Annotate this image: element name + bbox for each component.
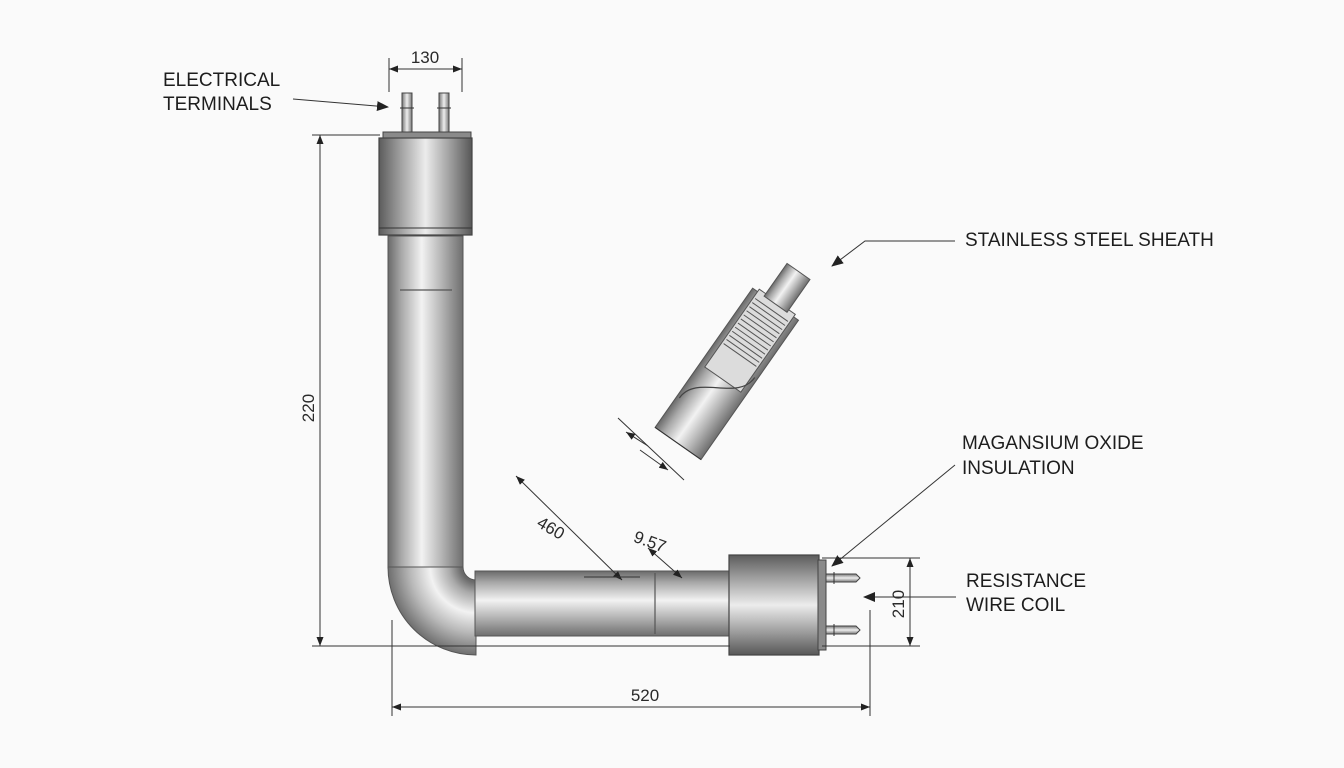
vertical-tube	[387, 235, 464, 569]
tube-bend	[387, 566, 477, 656]
dim-small-diagonal-value: 9.57	[631, 527, 669, 556]
label-electrical-terminals-line1: ELECTRICAL	[163, 70, 280, 91]
label-magnesium-oxide-line1: MAGANSIUM OXIDE	[962, 433, 1144, 454]
top-terminal-cap	[378, 92, 473, 236]
callout-electrical-terminals: ELECTRICAL TERMINALS	[163, 70, 389, 115]
dim-diagonal: 460	[515, 475, 640, 581]
dim-top-width: 130	[388, 48, 463, 92]
label-electrical-terminals-line2: TERMINALS	[163, 94, 272, 115]
dim-bottom-length-value: 520	[631, 686, 659, 705]
right-terminal-cap	[728, 554, 861, 656]
dim-top-width-value: 130	[411, 48, 439, 67]
dim-cutaway	[617, 417, 685, 481]
callout-magnesium-oxide-insulation: MAGANSIUM OXIDE INSULATION	[831, 433, 1144, 567]
horizontal-tube	[474, 570, 732, 637]
label-resistance-wire-coil-line2: WIRE COIL	[966, 595, 1065, 616]
cutaway-detail	[654, 262, 811, 461]
label-magnesium-oxide-line2: INSULATION	[962, 458, 1075, 479]
dim-left-height: 220	[299, 134, 730, 647]
callout-resistance-wire-coil: RESISTANCE WIRE COIL	[863, 571, 1086, 616]
dim-left-height-value: 220	[299, 394, 318, 422]
heater-tube	[387, 235, 732, 656]
label-stainless-steel-sheath: STAINLESS STEEL SHEATH	[965, 230, 1214, 251]
dim-bottom-length: 520	[391, 610, 871, 716]
callout-stainless-steel-sheath: STAINLESS STEEL SHEATH	[831, 230, 1214, 267]
label-resistance-wire-coil-line1: RESISTANCE	[966, 571, 1086, 592]
dim-small-diagonal: 9.57	[631, 527, 683, 579]
dim-right-height-value: 210	[889, 590, 908, 618]
dim-diagonal-value: 460	[534, 513, 568, 544]
